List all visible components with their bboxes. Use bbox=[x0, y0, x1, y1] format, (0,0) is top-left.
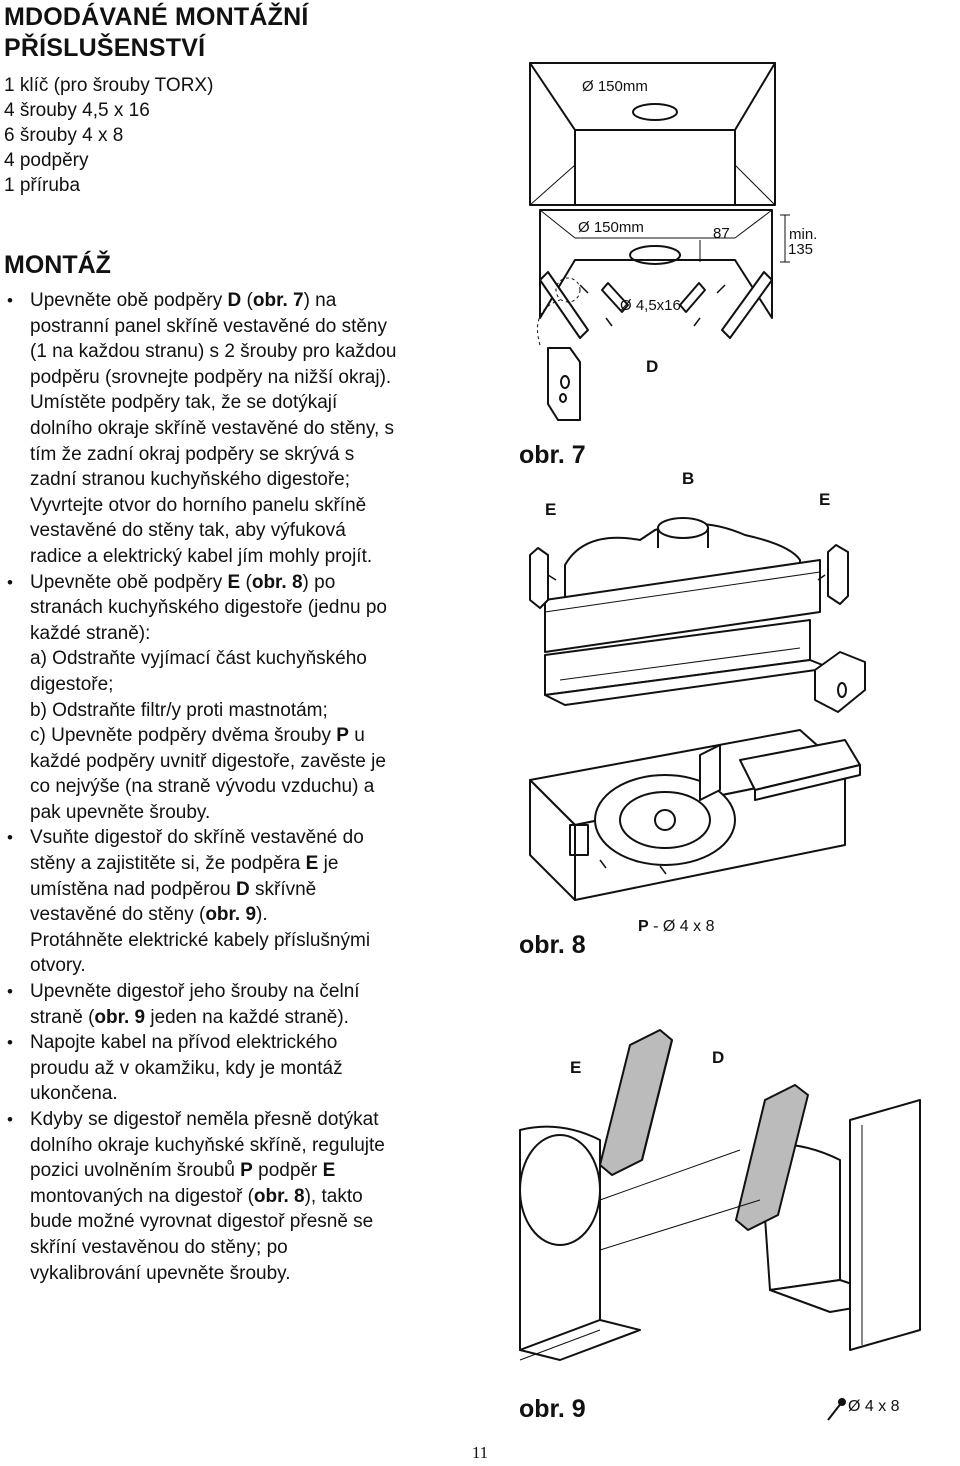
instruction-item: Upevněte obě podpěry E (obr. 8) po stran… bbox=[4, 570, 504, 826]
fig7-dim-min: min. bbox=[789, 226, 818, 243]
fig8-letter-b: B bbox=[682, 469, 695, 488]
fig7-label: obr. 7 bbox=[519, 441, 586, 469]
text-column: MDODÁVANÉ MONTÁŽNÍ PŘÍSLUŠENSTVÍ 1 klíč … bbox=[4, 0, 504, 1286]
fig7-dim-135: 135 bbox=[788, 241, 814, 258]
instruction-list: Upevněte obě podpěry D (obr. 7) na postr… bbox=[4, 288, 504, 1286]
fig8-letter-e-left: E bbox=[545, 500, 557, 519]
fig7-diameter-top: Ø 150mm bbox=[582, 78, 648, 95]
instruction-item: Vsuňte digestoř do skříně vestavěné do s… bbox=[4, 825, 504, 979]
fig8-label: obr. 8 bbox=[519, 931, 586, 959]
instruction-item: Upevněte digestoř jeho šrouby na čelní s… bbox=[4, 979, 504, 1030]
accessory-item: 4 podpěry bbox=[4, 150, 89, 171]
page-number: 11 bbox=[471, 1443, 489, 1462]
instruction-item: Upevněte obě podpěry D (obr. 7) na postr… bbox=[4, 288, 504, 570]
accessories-heading: MDODÁVANÉ MONTÁŽNÍ PŘÍSLUŠENSTVÍ bbox=[4, 3, 309, 62]
fig8-screw-spec: P - Ø 4 x 8 bbox=[638, 918, 715, 935]
fig7-screw-spec: Ø 4,5x16 bbox=[620, 297, 681, 314]
fig7-diameter-mid: Ø 150mm bbox=[578, 219, 644, 236]
fig9-screw-spec: Ø 4 x 8 bbox=[848, 1398, 900, 1415]
fig7-dim-87: 87 bbox=[713, 225, 730, 242]
instruction-item: Kdyby se digestoř neměla přesně dotýkat … bbox=[4, 1107, 504, 1286]
accessories-list: 1 klíč (pro šrouby TORX) 4 šrouby 4,5 x … bbox=[4, 73, 504, 198]
assembly-heading: MONTÁŽ bbox=[4, 251, 111, 279]
fig7-letter-d: D bbox=[646, 357, 659, 376]
accessory-item: 1 klíč (pro šrouby TORX) bbox=[4, 75, 214, 96]
fig9-label: obr. 9 bbox=[519, 1395, 586, 1423]
fig8-letter-e-right: E bbox=[819, 490, 831, 509]
instruction-item: Napojte kabel na přívod elektrického pro… bbox=[4, 1030, 504, 1107]
accessory-item: 1 příruba bbox=[4, 175, 81, 196]
fig9-letter-d: D bbox=[712, 1048, 725, 1067]
fig9-letter-e: E bbox=[570, 1058, 582, 1077]
accessory-item: 4 šrouby 4,5 x 16 bbox=[4, 100, 150, 121]
accessory-item: 6 šrouby 4 x 8 bbox=[4, 125, 124, 146]
